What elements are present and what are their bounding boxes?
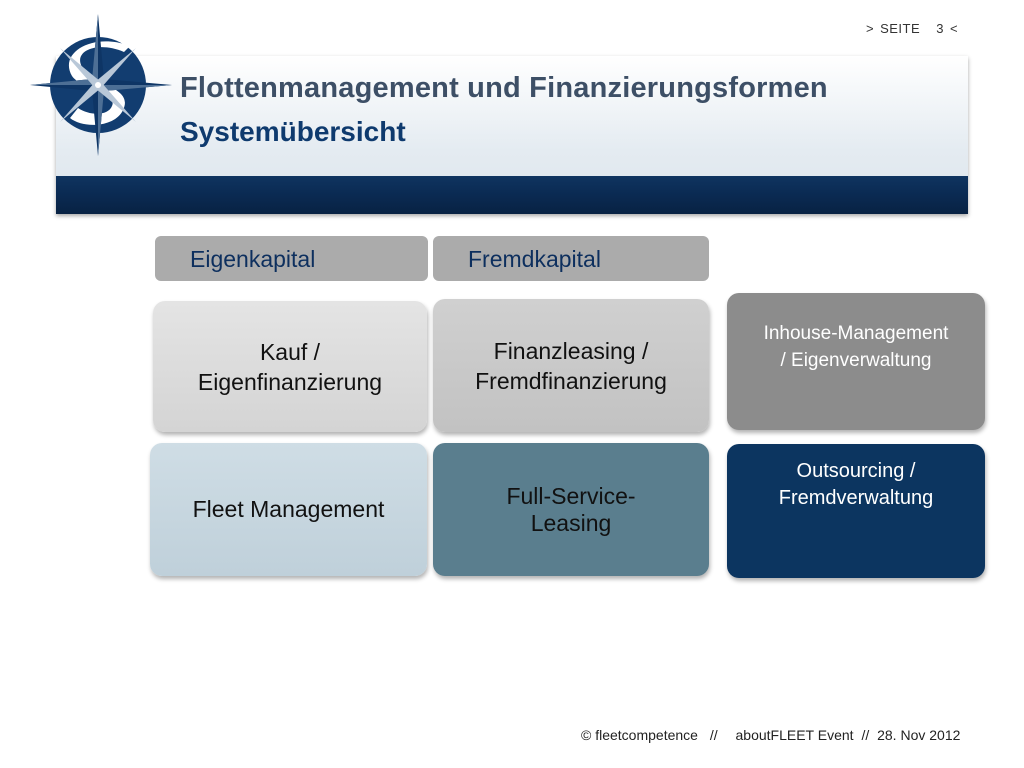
box-full-service-leasing: Full-Service- Leasing	[433, 443, 709, 576]
footer-separator: //	[861, 727, 870, 743]
category-fremdkapital: Fremdkapital	[433, 236, 709, 281]
footer-copyright: © fleetcompetence	[581, 727, 698, 743]
box-outsourcing-label: Outsourcing / Fremdverwaltung	[778, 460, 934, 509]
box-fleet-label: Fleet Management	[192, 496, 385, 522]
box-inhouse: Inhouse-Management / Eigenverwaltung	[727, 293, 985, 430]
category-label: Fremdkapital	[468, 246, 601, 272]
page-prefix: >	[866, 21, 875, 36]
category-label: Eigenkapital	[190, 246, 316, 272]
header-bar	[56, 176, 968, 214]
category-eigenkapital: Eigenkapital	[155, 236, 428, 281]
slide-subtitle: Systemübersicht	[180, 116, 406, 147]
box-kauf-label: Kauf / Eigenfinanzierung	[197, 338, 383, 395]
page-suffix: <	[950, 21, 959, 36]
box-outsourcing: Outsourcing / Fremdverwaltung	[727, 444, 985, 578]
box-fullservice-label: Full-Service- Leasing	[506, 482, 636, 536]
box-fleet-management: Fleet Management	[150, 443, 427, 576]
box-finanzleasing-label: Finanzleasing / Fremdfinanzierung	[475, 337, 667, 394]
box-inhouse-label: Inhouse-Management / Eigenverwaltung	[763, 323, 949, 371]
footer: © fleetcompetence // aboutFLEET Event //…	[581, 727, 960, 743]
compass-logo-icon	[30, 14, 172, 156]
page-number: > SEITE 3 <	[866, 21, 964, 36]
page-label: SEITE	[880, 21, 921, 36]
footer-event: aboutFLEET Event	[735, 727, 854, 743]
slide-title: Flottenmanagement und Finanzierungsforme…	[180, 72, 828, 104]
page-number-value: 3	[936, 21, 945, 36]
slide-header: Flottenmanagement und Finanzierungsforme…	[56, 56, 968, 214]
footer-date: 28. Nov 2012	[877, 727, 961, 743]
box-kauf: Kauf / Eigenfinanzierung	[153, 301, 427, 432]
box-finanzleasing: Finanzleasing / Fremdfinanzierung	[433, 299, 709, 432]
footer-separator: //	[709, 727, 718, 743]
